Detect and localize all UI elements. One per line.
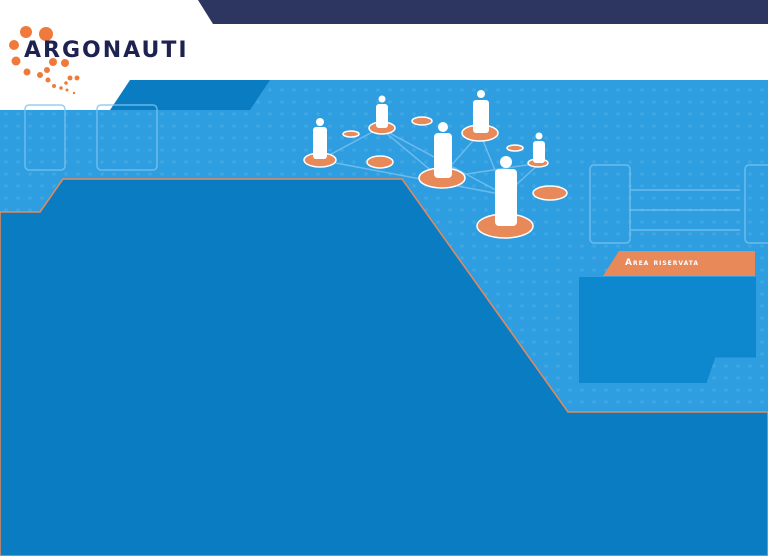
people-network-illustration	[303, 90, 568, 239]
main-content-panel	[0, 178, 768, 556]
reserved-area-title: Area riservata	[603, 251, 755, 276]
header-navy-bar	[198, 0, 768, 24]
brand-logo[interactable]: ARGONAUTI	[24, 38, 189, 63]
logo-dots	[9, 26, 80, 95]
